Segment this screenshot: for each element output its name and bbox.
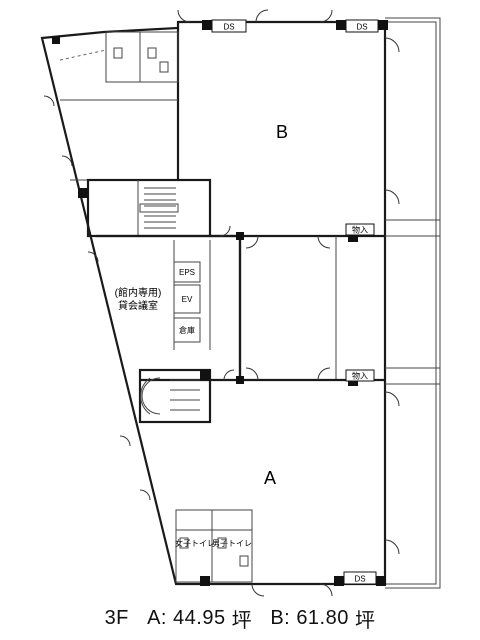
doors	[43, 9, 400, 597]
stairs	[139, 187, 200, 415]
floor-plan: B A DS DS DS 物入 物入 EPS EV 倉庫 (館内専用) 貸会議室…	[40, 9, 441, 597]
area-a-label: A:	[147, 606, 167, 629]
ds-tag-text: DS	[354, 575, 365, 584]
ds-tag-bottom: DS	[343, 571, 377, 585]
room-a-label: A	[264, 468, 276, 488]
area-a-unit: 坪	[231, 609, 253, 632]
storage-tag-lower: 物入	[345, 369, 375, 382]
columns	[52, 20, 388, 586]
storage-tag-text: 物入	[352, 225, 368, 235]
womens-toilet-label: 女子トイレ	[175, 538, 215, 548]
ev-label: EV	[182, 295, 193, 304]
ds-tag-text: DS	[223, 23, 234, 32]
floor-number: 3F	[104, 606, 129, 629]
storage-tag-upper: 物入	[345, 223, 375, 236]
ds-tag-top-right: DS	[345, 19, 379, 33]
storage-tag-text: 物入	[352, 371, 368, 381]
mens-toilet-label: 男子トイレ	[212, 539, 252, 548]
building-outline	[40, 17, 441, 589]
meeting-room-line2: 貸会議室	[118, 299, 158, 312]
toilet-fixtures	[113, 47, 249, 567]
warehouse-label: 倉庫	[179, 325, 195, 335]
area-b-label: B:	[270, 606, 291, 629]
room-b-label: B	[276, 122, 288, 142]
floor-area-caption: 3F A: 44.95 坪 B: 61.80 坪	[0, 600, 480, 636]
eps-label: EPS	[179, 268, 195, 277]
area-a-value: 44.95	[173, 606, 226, 629]
interior-walls	[59, 28, 385, 583]
ds-tag-top-left: DS	[211, 19, 247, 33]
ds-tag-text: DS	[356, 23, 367, 32]
area-b-value: 61.80	[296, 606, 349, 629]
area-b-unit: 坪	[354, 609, 376, 632]
meeting-room-line1: (館内専用)	[115, 286, 162, 299]
